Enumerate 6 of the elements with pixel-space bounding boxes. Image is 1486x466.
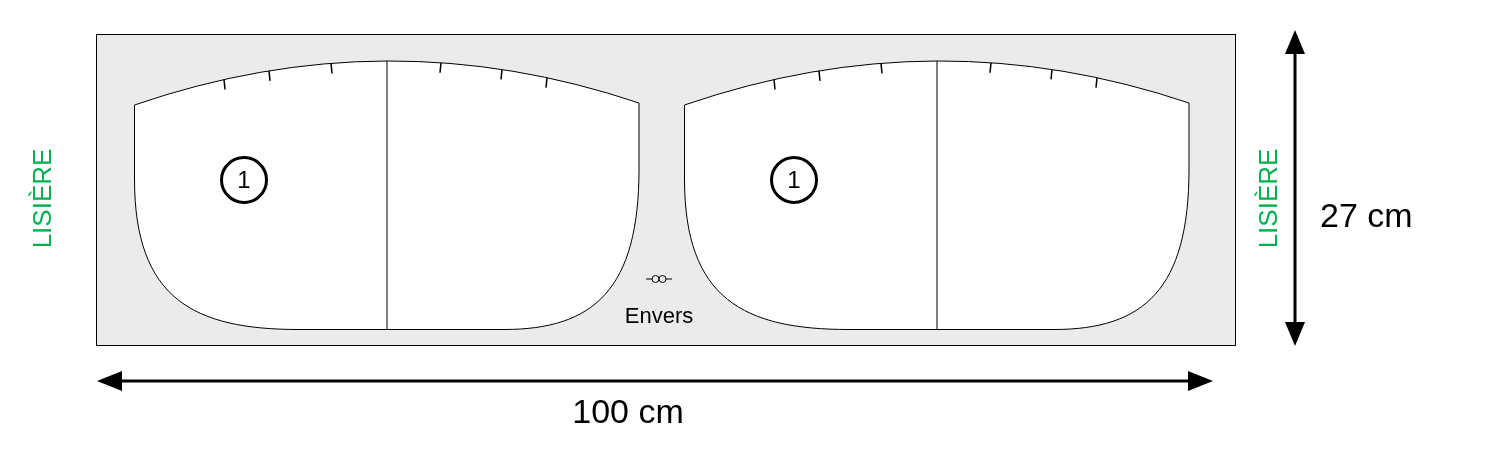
dimension-label: 100 cm — [571, 392, 685, 431]
fabric-rectangle — [96, 34, 1236, 346]
selvage-label: LISIÈRE — [1252, 147, 1284, 251]
dimension-label: 27 cm — [1320, 196, 1413, 235]
fabric-side-label: Envers — [623, 303, 695, 329]
selvage-label: LISIÈRE — [26, 147, 58, 251]
